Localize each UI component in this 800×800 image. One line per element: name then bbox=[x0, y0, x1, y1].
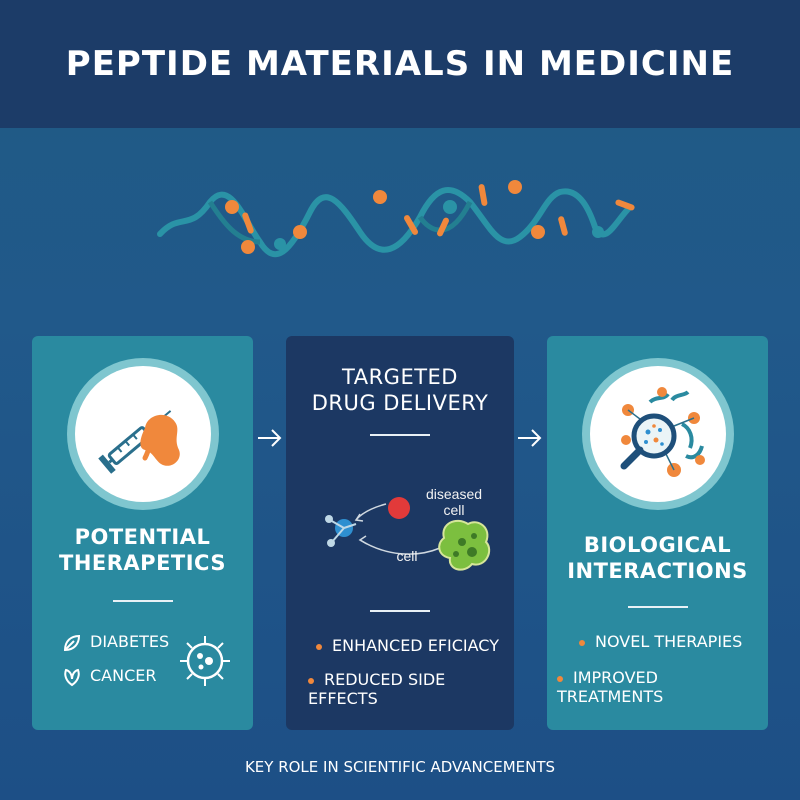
divider bbox=[370, 610, 430, 612]
biological-interactions-panel: BIOLOGICAL INTERACTIONS NOVEL THERAPIES … bbox=[547, 336, 768, 730]
item-label: REDUCED SIDE EFFECTS bbox=[308, 670, 446, 708]
amino-acid-node bbox=[531, 225, 545, 239]
magnifier-icon bbox=[620, 387, 705, 477]
therapeutics-icon-circle bbox=[74, 366, 211, 502]
footer-caption: KEY ROLE IN SCIENTIFIC ADVANCEMENTS bbox=[244, 758, 556, 776]
divider bbox=[627, 606, 688, 608]
arrow-right-icon bbox=[518, 429, 542, 447]
label-line: cell bbox=[443, 502, 465, 518]
bullet-dot bbox=[557, 675, 563, 682]
diseased-cell-label: diseased cell bbox=[424, 486, 484, 518]
side-chain bbox=[437, 217, 449, 237]
helix-strand-2 bbox=[207, 200, 261, 245]
title-line: BIOLOGICAL bbox=[583, 533, 732, 557]
peptide-helix-illustration bbox=[157, 180, 635, 258]
drug-delivery-diagram bbox=[325, 497, 491, 571]
leaf-icon bbox=[63, 634, 81, 651]
bullet-dot bbox=[316, 643, 322, 650]
label-line: diseased bbox=[425, 486, 483, 502]
item-label: CANCER bbox=[90, 666, 157, 685]
interactions-title: BIOLOGICAL INTERACTIONS bbox=[547, 532, 768, 584]
side-chain bbox=[558, 216, 568, 236]
list-item-cancer: CANCER bbox=[62, 666, 156, 687]
amino-acid-node bbox=[225, 200, 239, 214]
title-line: DRUG DELIVERY bbox=[311, 391, 489, 415]
item-label: IMPROVED TREATMENTS bbox=[557, 668, 664, 706]
amino-acid-node bbox=[373, 190, 387, 204]
item-label: ENHANCED EFICIACY bbox=[332, 636, 499, 655]
divider bbox=[370, 434, 430, 436]
cell-virus-icon bbox=[180, 636, 230, 686]
drug-delivery-title: TARGETED DRUG DELIVERY bbox=[286, 364, 514, 416]
molecule-icon bbox=[620, 387, 705, 477]
amino-acid-node bbox=[241, 240, 255, 254]
list-item-novel-therapies: NOVEL THERAPIES bbox=[579, 632, 742, 651]
header-bar: PEPTIDE MATERIALS IN MEDICINE bbox=[0, 0, 800, 128]
title-line: TARGETED bbox=[342, 365, 458, 389]
list-item-diabetes: DIABETES bbox=[62, 632, 169, 653]
side-chain bbox=[615, 199, 635, 211]
organ-icon bbox=[139, 414, 180, 466]
amino-acid-node bbox=[508, 180, 522, 194]
interactions-icon-circle bbox=[589, 366, 726, 502]
amino-acid-node bbox=[293, 225, 307, 239]
therapeutics-title: POTENTIAL THERAPETICS bbox=[32, 524, 253, 576]
list-item-improved-treatments: IMPROVED TREATMENTS bbox=[557, 668, 768, 706]
amino-acid-node bbox=[592, 226, 604, 238]
title-line: THERAPETICS bbox=[59, 551, 226, 575]
targeted-drug-delivery-panel: TARGETED DRUG DELIVERY diseased cell cel… bbox=[286, 336, 514, 730]
list-item-side-effects: REDUCED SIDE EFFECTS bbox=[308, 670, 514, 708]
bullet-dot bbox=[579, 639, 585, 646]
syringe-icon bbox=[97, 410, 180, 474]
item-label: NOVEL THERAPIES bbox=[595, 632, 743, 651]
list-item-efficacy: ENHANCED EFICIACY bbox=[316, 636, 499, 655]
amino-acid-node bbox=[274, 238, 286, 250]
potential-therapeutics-panel: POTENTIAL THERAPETICS DIABETES CANCER bbox=[32, 336, 253, 730]
helix-strand bbox=[157, 187, 633, 258]
cell-label: cell bbox=[396, 548, 418, 564]
bullet-dot bbox=[308, 677, 314, 684]
divider bbox=[112, 600, 173, 602]
page-title: PEPTIDE MATERIALS IN MEDICINE bbox=[65, 44, 735, 84]
side-chain bbox=[242, 212, 254, 234]
leaf-icon bbox=[64, 668, 80, 686]
molecule-icon bbox=[325, 515, 357, 547]
side-chain bbox=[404, 215, 418, 235]
side-chain bbox=[478, 184, 488, 206]
title-line: POTENTIAL bbox=[74, 525, 211, 549]
drug-particle bbox=[388, 497, 410, 519]
arrow-right-icon bbox=[258, 429, 282, 447]
item-label: DIABETES bbox=[90, 632, 170, 651]
title-line: INTERACTIONS bbox=[567, 559, 748, 583]
amino-acid-node bbox=[443, 200, 457, 214]
